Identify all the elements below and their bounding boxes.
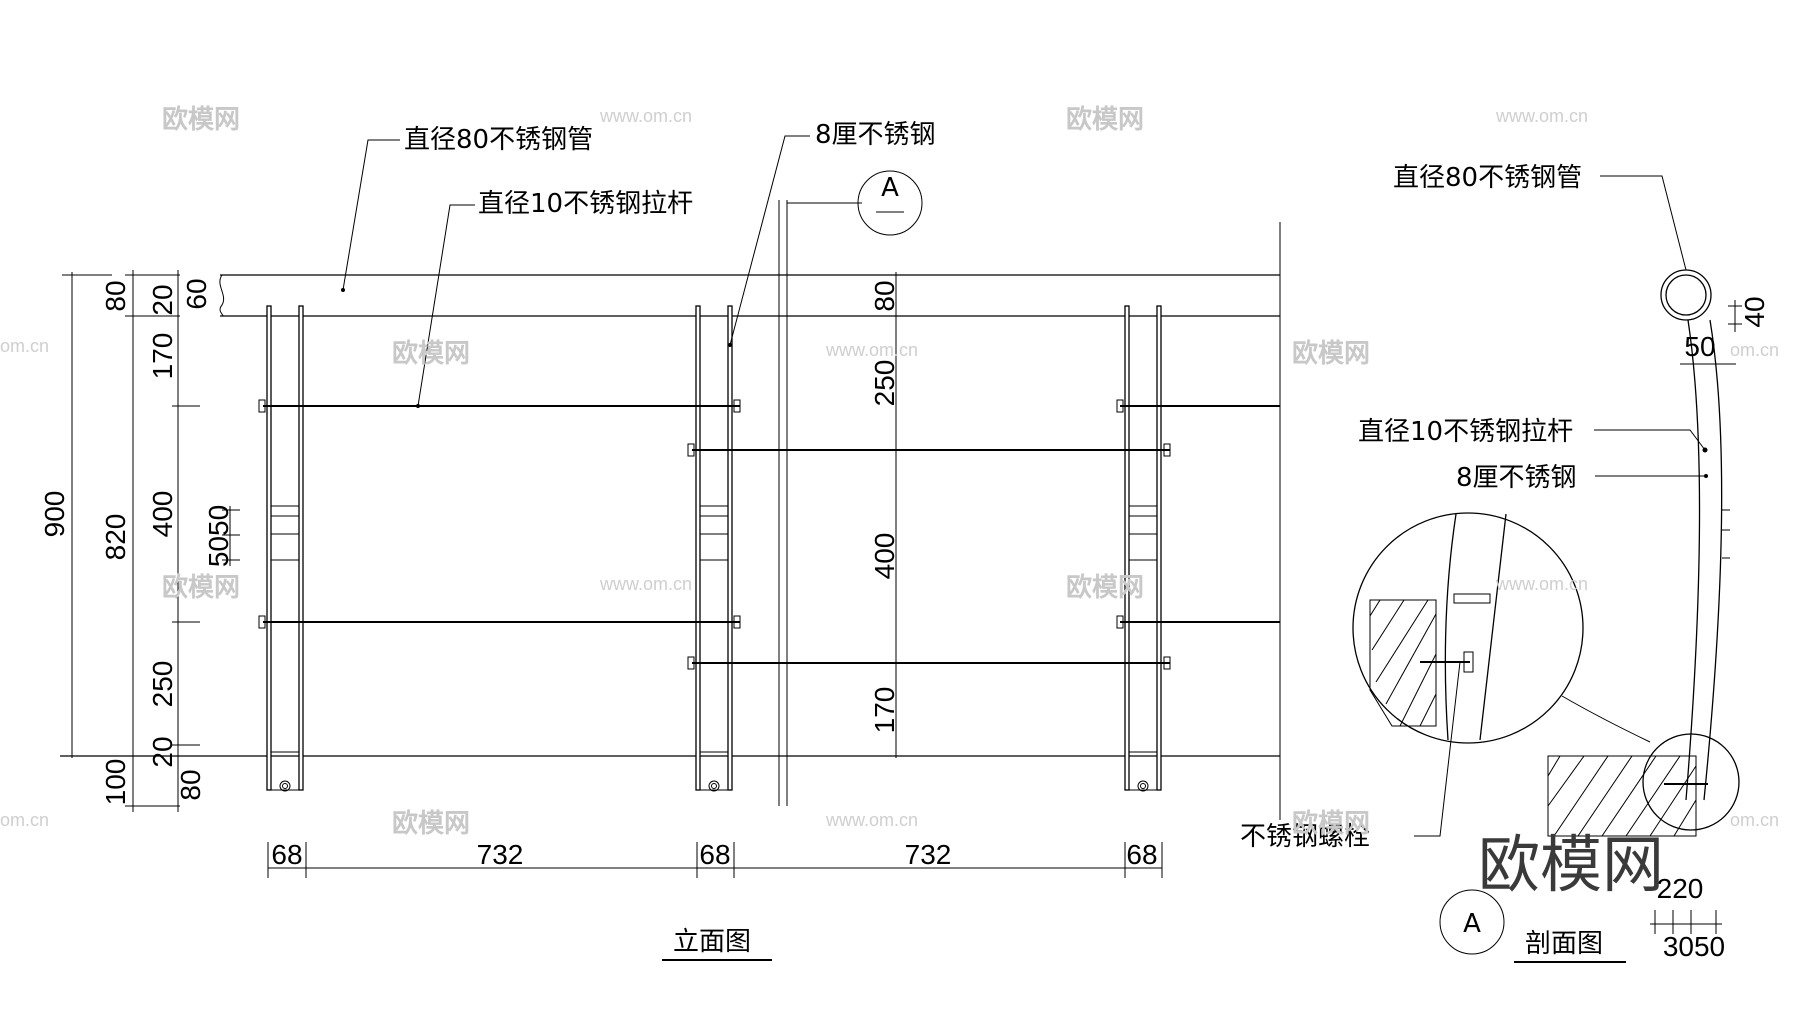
- section-label-plate8: 8厘不锈钢: [1456, 463, 1577, 493]
- watermark-url: www.om.cn: [1495, 574, 1588, 594]
- watermark-url: www.om.cn: [825, 810, 918, 830]
- label-pipe80: 直径80不锈钢管: [404, 125, 593, 155]
- watermark-url: www.om.cn: [599, 106, 692, 126]
- label-rod10: 直径10不锈钢拉杆: [478, 189, 693, 219]
- dim-5050: 5050: [203, 505, 234, 567]
- section-label-pipe80: 直径80不锈钢管: [1393, 163, 1582, 193]
- watermark-logo: 欧模网: [1292, 338, 1370, 369]
- dim-sec-3050: 3050: [1663, 931, 1725, 962]
- dim-col-20b: 20: [147, 736, 178, 767]
- dim-mid-400: 400: [869, 533, 900, 580]
- section-mark-a: A: [881, 173, 899, 203]
- watermark-url: www.om.cn: [825, 340, 918, 360]
- watermark-url: om.cn: [0, 810, 49, 830]
- section-bubble-a: A: [1463, 909, 1481, 939]
- section-title: 剖面图: [1525, 929, 1603, 959]
- watermark-url: www.om.cn: [1495, 106, 1588, 126]
- dim-900: 900: [39, 491, 70, 538]
- section-label-rod10: 直径10不锈钢拉杆: [1358, 417, 1573, 447]
- watermark-logo: 欧模网: [1066, 572, 1144, 603]
- dim-left-80: 80: [100, 280, 131, 311]
- elevation-title: 立面图: [673, 927, 751, 957]
- dim-820: 820: [100, 514, 131, 561]
- watermark-logo: 欧模网: [392, 338, 470, 369]
- dim-bottom-68a: 68: [271, 839, 302, 870]
- dim-sec-50: 50: [1684, 331, 1715, 362]
- watermark-logo: 欧模网: [392, 808, 470, 839]
- label-plate8: 8厘不锈钢: [815, 120, 936, 150]
- dim-left-100: 100: [100, 759, 131, 806]
- dim-mid-170: 170: [869, 687, 900, 734]
- section-view: 40 50 直径80不锈钢管 直径10不锈钢拉杆 8厘不锈钢: [1240, 163, 1770, 963]
- dim-bottom-68c: 68: [1126, 839, 1157, 870]
- dim-col-400: 400: [147, 491, 178, 538]
- dim-col-20a: 20: [147, 284, 178, 315]
- dim-col-250: 250: [147, 661, 178, 708]
- dim-col-60: 60: [181, 278, 212, 309]
- watermark-url: om.cn: [1730, 810, 1779, 830]
- watermark-url: www.om.cn: [599, 574, 692, 594]
- dim-bottom-732b: 732: [905, 839, 952, 870]
- watermark-url: om.cn: [1730, 340, 1779, 360]
- watermark-logo: 欧模网: [162, 104, 240, 135]
- dim-col-170: 170: [147, 333, 178, 380]
- watermarks: 欧模网 www.om.cn 欧模网 www.om.cn om.cn 欧模网 ww…: [0, 104, 1779, 901]
- watermark-url: om.cn: [0, 336, 49, 356]
- watermark-logo: 欧模网: [1066, 104, 1144, 135]
- watermark-logo: 欧模网: [1292, 808, 1370, 839]
- dim-col-80b: 80: [175, 769, 206, 800]
- watermark-logo: 欧模网: [162, 572, 240, 603]
- dim-sec-220: 220: [1657, 873, 1704, 904]
- dim-bottom-732a: 732: [477, 839, 524, 870]
- elevation-view: A 直径80不锈钢管 直径10不锈钢拉杆 8厘不锈钢 900 80 820 10…: [39, 120, 1281, 961]
- dim-mid-250: 250: [869, 360, 900, 407]
- watermark-logo-large: 欧模网: [1478, 828, 1664, 901]
- dim-bottom-68b: 68: [699, 839, 730, 870]
- dim-mid-80: 80: [869, 280, 900, 311]
- dim-sec-40: 40: [1739, 296, 1770, 327]
- label-bolt: 不锈钢螺栓: [1240, 822, 1370, 852]
